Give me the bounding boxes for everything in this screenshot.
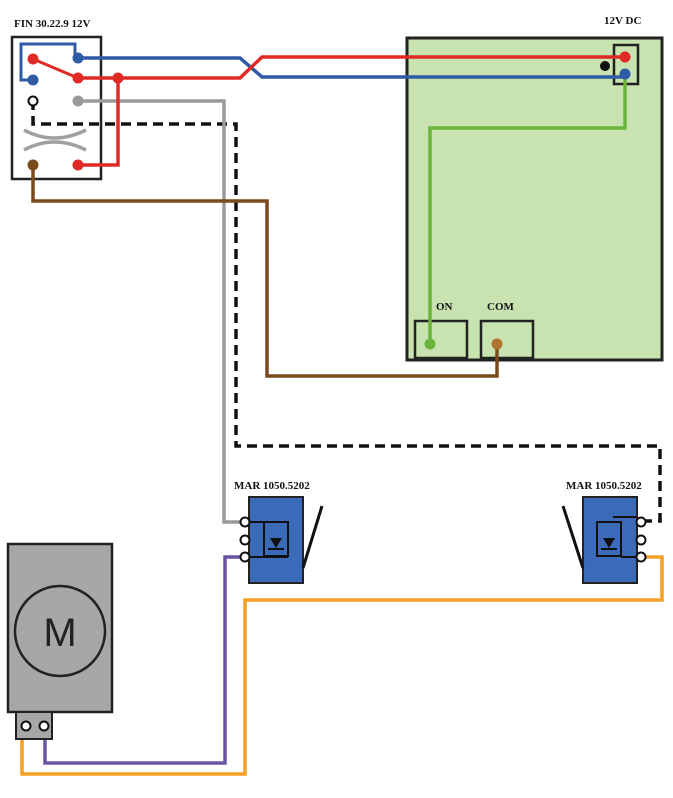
wire-purple [43,555,245,765]
power-terminal-black [600,61,610,71]
relay-coil-symbol [23,128,87,152]
relay-pin-red-bottom [72,159,84,171]
power-terminal-blue [619,68,631,80]
limit-switch-left-label: MAR 1050.5202 [234,480,310,492]
com-terminal-block [479,319,535,360]
relay-pin-open [27,95,39,107]
com-terminal-pin [491,338,503,350]
relay-pin-brown [27,159,39,171]
red-wire-junction [112,72,124,84]
wire-gray [78,99,245,524]
motor [6,542,114,740]
relay-pin-blue-right [72,52,84,64]
relay-label: FIN 30.22.9 12V [14,18,90,30]
relay-pin-red-right [72,72,84,84]
controller-board [405,36,664,362]
wire-blue-relay-jumper [19,42,77,82]
on-terminal-block [413,319,469,360]
wire-red-relay-link [32,57,79,80]
power-terminal-red [619,51,631,63]
wire-red-branch [78,78,120,167]
limit-switch-left [239,496,324,584]
wire-brown [31,165,499,378]
power-supply-label: 12V DC [604,15,641,27]
limit-switch-right [561,496,647,584]
wire-green [428,77,627,344]
wire-red [78,55,625,80]
relay-pin-blue-left [27,74,39,86]
on-terminal-pin [424,338,436,350]
limit-switch-right-label: MAR 1050.5202 [566,480,642,492]
motor-letter: M [43,611,76,655]
relay-pin-red [27,53,39,65]
on-terminal-label: ON [436,301,453,313]
wire-black-dashed [31,100,662,523]
wire-orange [20,555,664,776]
relay-housing [10,35,103,181]
com-terminal-label: COM [487,301,515,313]
relay-pin-gray [72,95,84,107]
